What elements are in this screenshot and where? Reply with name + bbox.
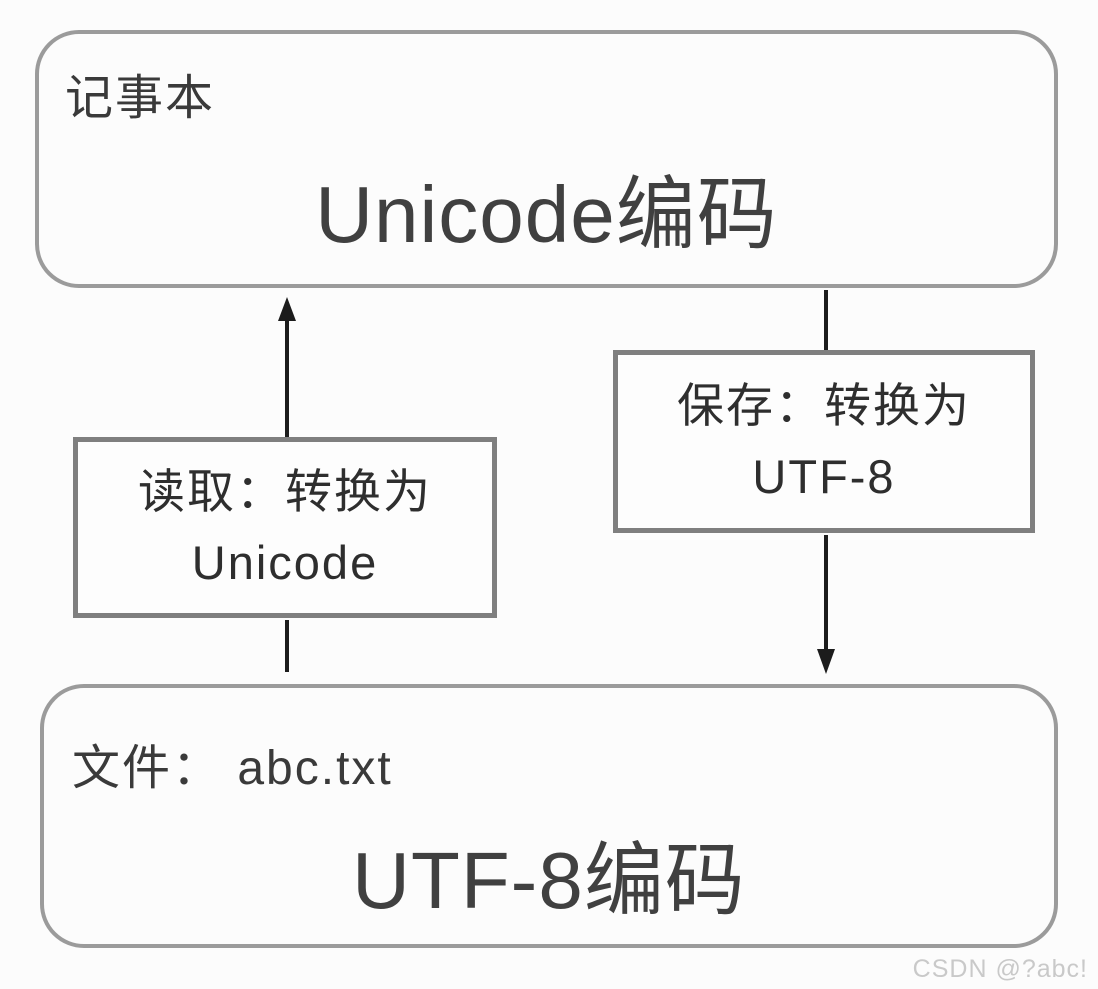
arrow-up-icon [278,297,296,321]
unicode-encoding-title: Unicode编码 [315,170,778,259]
file-box-label: 文件： abc.txt [72,742,393,795]
read-conversion-line2: Unicode [191,535,379,589]
save-conversion-line2: UTF-8 [752,449,896,503]
notepad-box: 记事本 Unicode编码 [35,30,1058,288]
arrow-down-icon [817,649,835,674]
read-conversion-label: 读取：转换为 Unicode [73,437,497,618]
notepad-box-label: 记事本 [65,72,216,125]
save-conversion-label: 保存：转换为 UTF-8 [613,350,1035,533]
read-conversion-line1: 读取：转换为 [138,465,432,518]
watermark: CSDN @?abc! [912,955,1088,983]
utf8-encoding-title: UTF-8编码 [352,836,746,925]
file-box: 文件： abc.txt UTF-8编码 [40,684,1058,948]
save-conversion-line1: 保存：转换为 [677,379,971,432]
